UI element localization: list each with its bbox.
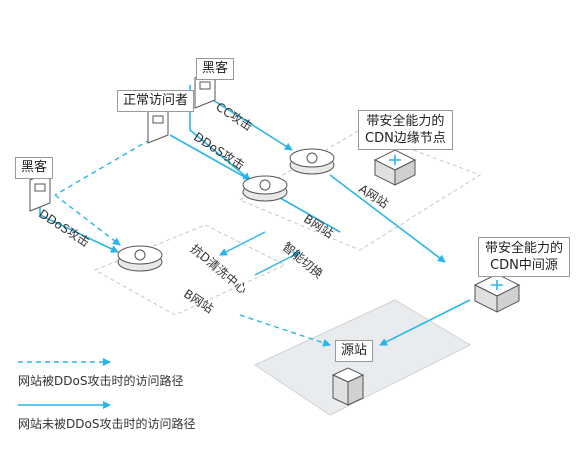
origin-label: 源站 <box>335 340 374 362</box>
legend-dashed-text: 网站被DDoS攻击时的访问路径 <box>18 374 184 388</box>
cdn-mid-box-icon <box>473 273 521 313</box>
scrubbing-node-icon <box>117 245 163 272</box>
edge-b-line <box>274 194 341 233</box>
mid-to-origin-line <box>379 299 471 346</box>
switch-arrow-2 <box>254 251 301 276</box>
cdn-edge-box-icon <box>373 149 417 186</box>
hacker-left-label: 黑客 <box>15 157 54 179</box>
origin-server-icon <box>331 367 365 406</box>
cdn-edge-label-line2: CDN边缘节点 <box>365 131 446 146</box>
legend-solid-text: 网站未被DDoS攻击时的访问路径 <box>18 417 196 431</box>
cc-attack-line <box>204 94 293 151</box>
hacker-top-label: 黑客 <box>196 58 235 80</box>
switch-arrow-1 <box>219 231 266 256</box>
scrubbing-zone <box>93 224 287 316</box>
normal-visitor-label: 正常访问者 <box>117 90 195 112</box>
dashed-visitor-line <box>54 134 159 196</box>
cdn-mid-label-line1: 带安全能力的 <box>485 241 564 256</box>
edge-to-mid-line <box>329 174 446 263</box>
dashed-to-scrub-line <box>54 194 121 246</box>
edge-node-a-icon <box>289 148 335 175</box>
cdn-edge-label-line1: 带安全能力的 <box>366 114 445 129</box>
cdn-mid-label-line2: CDN中间源 <box>490 258 558 273</box>
cdn-edge-label: 带安全能力的 CDN边缘节点 <box>358 110 453 150</box>
dashed-scrub-to-origin <box>239 314 331 347</box>
cdn-mid-label: 带安全能力的 CDN中间源 <box>478 237 571 277</box>
edge-node-b-icon <box>242 175 288 202</box>
normal-to-edge-line <box>169 134 251 181</box>
